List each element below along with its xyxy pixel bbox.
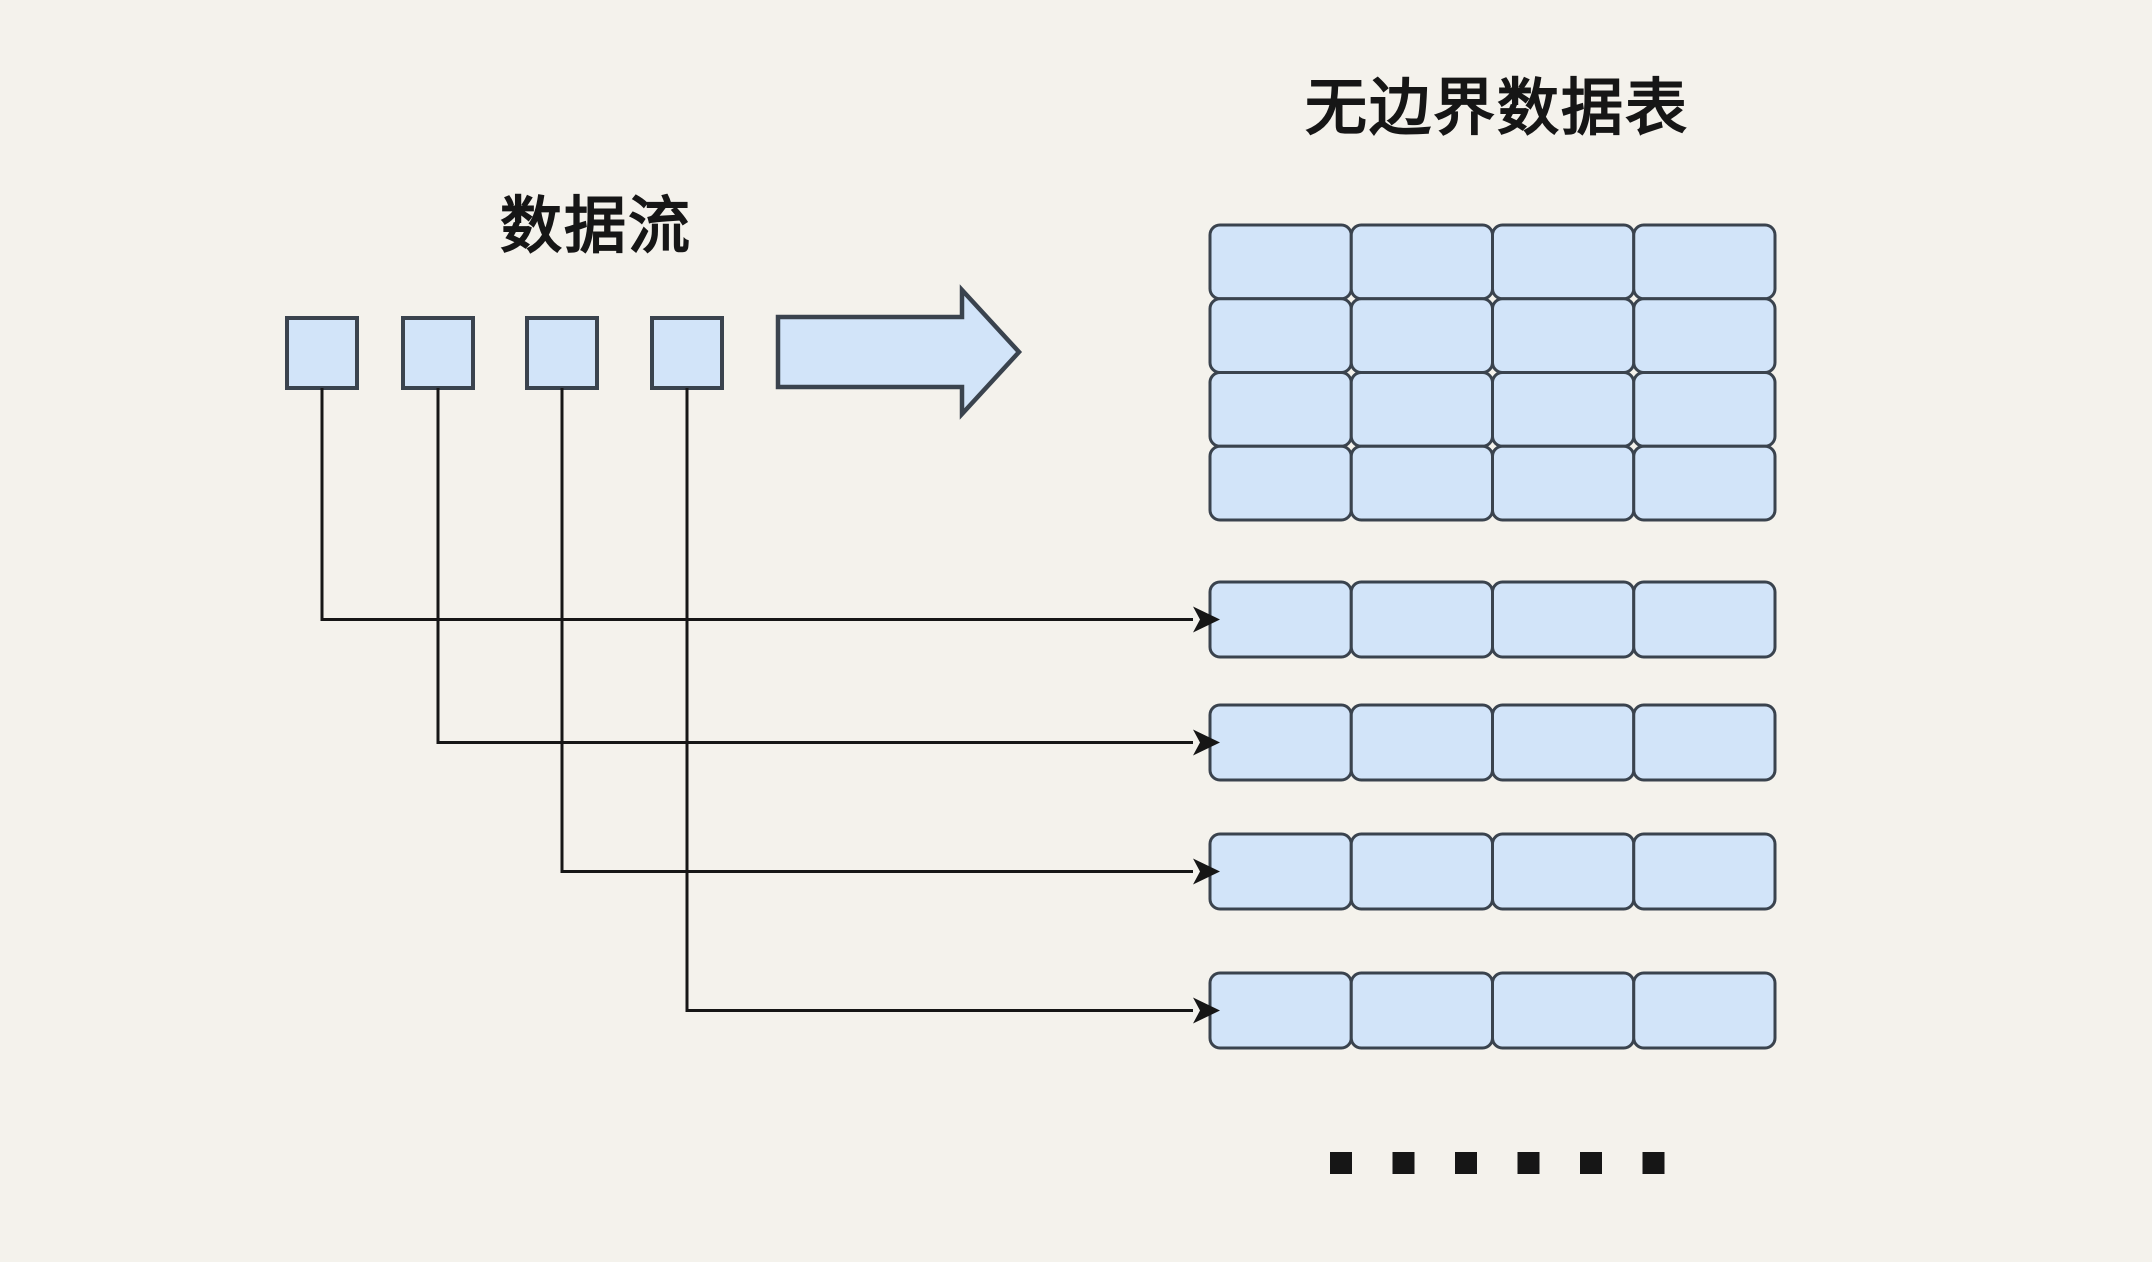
table-cell [1632, 223, 1777, 301]
table-cell [1349, 371, 1494, 448]
table-cell [1349, 223, 1494, 301]
row-cell [1491, 703, 1636, 782]
row-cell [1349, 580, 1494, 659]
row-cell [1208, 703, 1353, 782]
stream-square [285, 316, 359, 390]
connector-line [685, 388, 1193, 1012]
connector-line [560, 388, 1193, 873]
row-cell [1491, 580, 1636, 659]
ellipsis-dot [1580, 1152, 1602, 1174]
table-cell [1208, 297, 1353, 374]
unbounded-table-title: 无边界数据表 [1305, 74, 1689, 143]
stream-square [650, 316, 724, 390]
table-cell [1208, 371, 1353, 448]
row-cell [1632, 703, 1777, 782]
row-cell [1349, 703, 1494, 782]
ellipsis-dot [1392, 1152, 1415, 1174]
row-cell [1491, 971, 1636, 1050]
ellipsis-dot [1330, 1152, 1352, 1174]
ellipsis-dots [1330, 1152, 1665, 1174]
connector-arrowhead-icon [1193, 997, 1220, 1024]
table-cell [1349, 444, 1494, 522]
stream-squares [285, 316, 724, 390]
flow-right-arrow-icon [775, 284, 1023, 420]
row-cell [1632, 832, 1777, 911]
ellipsis-dot [1517, 1152, 1540, 1174]
table-cell [1491, 444, 1636, 522]
unbounded-table-grid [1208, 223, 1777, 522]
ellipsis-dot [1642, 1152, 1665, 1174]
row-cell [1208, 832, 1353, 911]
ellipsis-dot [1455, 1152, 1477, 1174]
table-row-group [1208, 580, 1777, 1050]
connector-line [436, 388, 1193, 744]
row-cell [1349, 971, 1494, 1050]
stream-label: 数据流 [500, 192, 692, 261]
row-cell [1632, 580, 1777, 659]
table-cell [1208, 223, 1353, 301]
connector-arrowhead-icon [1193, 606, 1220, 633]
connector-arrowhead-icon [1193, 729, 1220, 756]
table-cell [1491, 371, 1636, 448]
table-cell [1349, 297, 1494, 374]
table-cell [1208, 444, 1353, 522]
stream-square [401, 316, 475, 390]
row-cell [1491, 832, 1636, 911]
connector-line [320, 388, 1193, 621]
table-cell [1632, 297, 1777, 374]
table-cell [1632, 371, 1777, 448]
stream-square [525, 316, 599, 390]
row-cell [1349, 832, 1494, 911]
table-cell [1491, 297, 1636, 374]
table-cell [1491, 223, 1636, 301]
row-cell [1208, 580, 1353, 659]
connector-arrowhead-icon [1193, 858, 1220, 885]
connector-lines [320, 388, 1220, 1024]
row-cell [1632, 971, 1777, 1050]
table-cell [1632, 444, 1777, 522]
row-cell [1208, 971, 1353, 1050]
